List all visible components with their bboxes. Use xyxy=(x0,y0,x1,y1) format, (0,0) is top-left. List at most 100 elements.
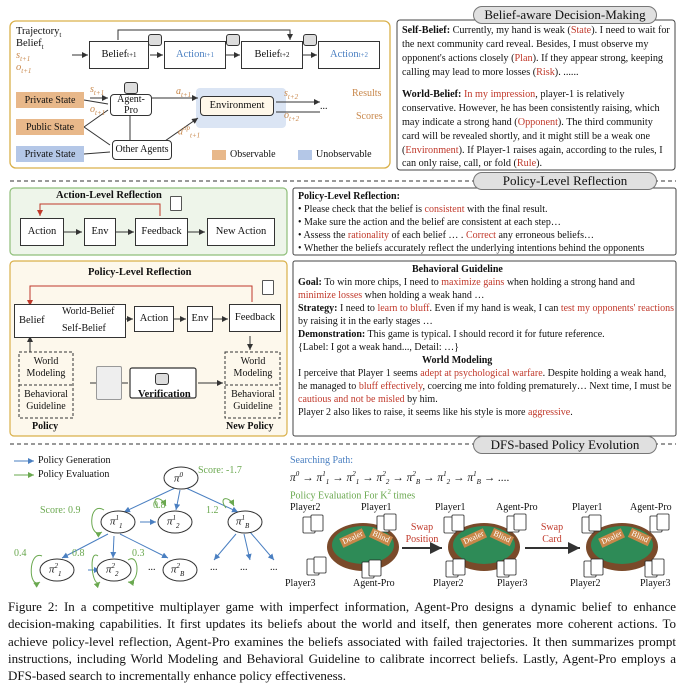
value-12: 1.2 xyxy=(206,505,219,516)
t1-player1: Player1 xyxy=(361,502,392,513)
document-icon xyxy=(170,196,182,211)
policy-reflection-text: Policy-Level Reflection: • Please check … xyxy=(298,191,645,254)
world-belief-text: World-Belief: In my impression, player-1… xyxy=(402,89,663,170)
t2-player1: Player1 xyxy=(435,502,466,513)
results-label: Results xyxy=(352,88,382,99)
searching-path-label: Searching Path: xyxy=(290,455,354,466)
a-op-label: aopt+1 xyxy=(178,124,201,140)
node-pi2-B: π2B xyxy=(171,562,185,578)
value-04: 0.4 xyxy=(14,548,27,559)
score-root: Score: -1.7 xyxy=(198,465,242,476)
s-t1-mid: st+1 xyxy=(90,84,105,97)
node-pi0: π0 xyxy=(174,471,184,485)
robot-icon xyxy=(226,34,240,46)
t3-player3: Player3 xyxy=(640,578,671,589)
swap-card-label: Swap Card xyxy=(540,522,564,545)
ellipsis: ... xyxy=(320,101,328,112)
node-pi2-1: π21 xyxy=(49,562,62,578)
private-state-1: Private State xyxy=(16,92,84,108)
s-t2-label: st+2 xyxy=(284,88,299,101)
private-state-2: Private State xyxy=(16,146,84,162)
new-policy-label: New Policy xyxy=(226,421,274,432)
tree-dots-1: ... xyxy=(148,562,156,573)
action-box: Action xyxy=(20,218,64,246)
legend-policy-generation: Policy Generation xyxy=(38,455,111,466)
new-action-box: New Action xyxy=(207,218,275,246)
value-08a: 0.8 xyxy=(153,500,166,511)
robot-icon xyxy=(155,373,169,385)
verification-icons xyxy=(96,366,122,400)
belief-box: Belief xyxy=(14,304,126,338)
figure-caption: Figure 2: In a competitive multiplayer g… xyxy=(8,599,676,684)
legend-observable-swatch xyxy=(212,150,226,160)
score-left: Score: 0.9 xyxy=(40,505,81,516)
searching-path: π0 → π11 → π21 → π22 → π2B → π12 → π1B →… xyxy=(290,470,510,487)
tree-dots-3: ... xyxy=(240,562,248,573)
diagram-connectors xyxy=(9,19,677,589)
tree-dots-4: ... xyxy=(270,562,278,573)
t3-player1: Player1 xyxy=(572,502,603,513)
behavioral-guideline-right: Behavioral Guideline xyxy=(231,389,275,412)
node-pi1-B: π1B xyxy=(236,514,250,530)
value-08b: 0.8 xyxy=(72,548,85,559)
environment-box: Environment xyxy=(200,96,274,116)
node-pi1-2: π12 xyxy=(167,514,180,530)
tree-dots-2: ... xyxy=(210,562,218,573)
feedback-box: Feedback xyxy=(135,218,188,246)
node-pi1-1: π11 xyxy=(110,514,123,530)
legend-unobservable: Unobservable xyxy=(316,149,372,160)
world-modeling-right: World Modeling xyxy=(233,356,273,379)
action-box-2: Action xyxy=(134,306,174,332)
observation-label: ot+1 xyxy=(16,62,32,76)
feedback-box-2: Feedback xyxy=(229,304,281,332)
behavioral-guideline-title: Behavioral Guideline xyxy=(412,264,503,275)
policy-reflection-title: Policy-Level Reflection xyxy=(88,267,192,278)
t1-player2: Player2 xyxy=(290,502,321,513)
t3-player2: Player2 xyxy=(570,578,601,589)
world-belief-label: World-Belief xyxy=(62,306,115,317)
self-belief-label: Self-Belief xyxy=(62,323,106,334)
agent-pro-box: Agent-Pro xyxy=(110,94,152,116)
policy-label: Policy xyxy=(32,421,59,432)
world-modeling-title: World Modeling xyxy=(422,355,493,366)
belief-t-label: Belieft xyxy=(16,38,44,52)
node-pi2-2: π22 xyxy=(106,562,119,578)
o-t2-label: ot+2 xyxy=(284,110,300,123)
legend-policy-evaluation: Policy Evaluation xyxy=(38,469,110,480)
trajectory-label: Trajectoryt xyxy=(16,26,62,40)
env-box: Env xyxy=(84,218,116,246)
behavioral-guideline-left: Behavioral Guideline xyxy=(24,389,68,412)
belief-aware-header: Belief-aware Decision-Making xyxy=(473,6,657,24)
robot-icon xyxy=(148,34,162,46)
t1-agent-pro: Agent-Pro xyxy=(353,578,395,589)
t1-player3: Player3 xyxy=(285,578,316,589)
o-t1-mid: ot+1 xyxy=(90,104,106,117)
eval-times-label: Policy Evaluation For K2 times xyxy=(290,488,416,502)
self-belief-text: Self-Belief: Currently, my hand is weak … xyxy=(402,25,670,78)
robot-icon xyxy=(303,34,317,46)
document-icon xyxy=(262,280,274,295)
guideline-text: Behavioral Guideline Goal: To win more c… xyxy=(298,264,674,418)
a-t1-label: at+1 xyxy=(176,86,192,99)
public-state: Public State xyxy=(16,119,84,135)
t2-agent-pro: Agent-Pro xyxy=(496,502,538,513)
t3-agent-pro: Agent-Pro xyxy=(630,502,672,513)
robot-icon xyxy=(124,82,138,94)
t2-player2: Player2 xyxy=(433,578,464,589)
world-modeling-left: World Modeling xyxy=(26,356,66,379)
verification-label: Verification xyxy=(138,389,191,400)
state-label: st+1 xyxy=(16,50,31,64)
env-box-2: Env xyxy=(187,306,213,332)
scores-label: Scores xyxy=(356,111,383,122)
legend-unobservable-swatch xyxy=(298,150,312,160)
action-reflection-title: Action-Level Reflection xyxy=(56,190,162,201)
policy-level-reflection-header: Policy-Level Reflection xyxy=(473,172,657,190)
dfs-header: DFS-based Policy Evolution xyxy=(473,436,657,454)
legend-observable: Observable xyxy=(230,149,276,160)
swap-position-label: Swap Position xyxy=(405,522,439,545)
other-agents-box: Other Agents xyxy=(112,140,172,160)
